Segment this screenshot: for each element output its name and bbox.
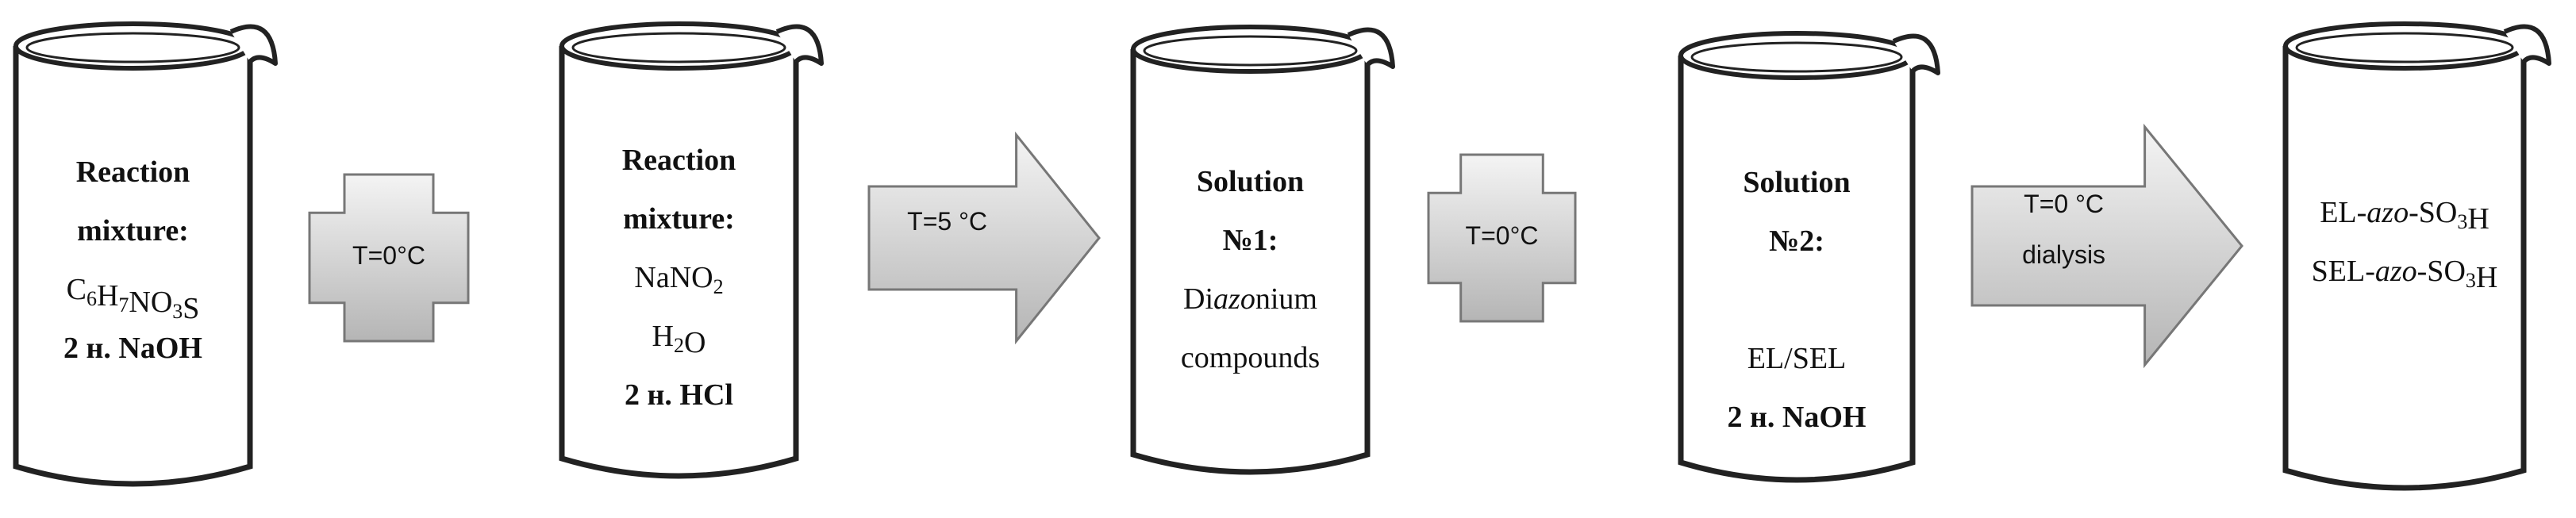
beaker-5: EL-azo-SO3H SEL-azo-SO3H [2282, 21, 2551, 491]
beaker-1-line-2: mixture: [77, 214, 189, 247]
arrow-4: T=0 °C dialysis [1970, 123, 2243, 369]
condition-label: T=5 °C [907, 207, 987, 236]
beaker-1-line-3: C6H7NO3S [67, 273, 200, 325]
beaker-4-line-1: Solution [1743, 166, 1850, 199]
condition-label: T=0 °C [2024, 190, 2104, 218]
beaker-2-line-4: H2O [652, 320, 706, 359]
beaker-3: Solution №1: Diazonium compounds [1130, 25, 1395, 475]
beaker-1-line-4: 2 н. NaOH [63, 332, 202, 365]
condition-label: T=0°C [352, 241, 425, 270]
beaker-3-line-2: №1: [1223, 224, 1278, 257]
beaker-spout [229, 24, 278, 66]
beaker-4-line-4: EL/SEL [1747, 342, 1847, 375]
plus-sign-3: T=0°C [1427, 153, 1577, 323]
condition-label: T=0°C [1466, 221, 1539, 250]
beaker-2-line-3: NaNO2 [634, 261, 723, 298]
beaker-1-line-1: Reaction [76, 155, 190, 189]
beaker-4-line-5: 2 н. NaOH [1728, 401, 1867, 434]
beaker-2-line-5: 2 н. HCl [625, 378, 733, 412]
beaker-spout [2503, 24, 2551, 66]
beaker-body [13, 46, 253, 487]
condition-label: dialysis [2022, 240, 2105, 269]
beaker-body [1678, 56, 1916, 483]
beaker-3-line-1: Solution [1197, 165, 1304, 198]
beaker-2-line-1: Reaction [622, 144, 736, 177]
beaker-body [2282, 46, 2527, 491]
beaker-3-line-4: compounds [1181, 341, 1320, 374]
beaker-2-line-2: mixture: [623, 202, 735, 236]
beaker-spout [1347, 27, 1395, 69]
plus-sign-1: T=0°C [308, 173, 470, 343]
arrow-2: T=5 °C [867, 131, 1101, 345]
beaker-4-line-2: №2: [1769, 224, 1824, 258]
beaker-spout [775, 24, 824, 66]
beaker-4: Solution №2: EL/SEL 2 н. NaOH [1678, 31, 1940, 483]
beaker-body [559, 46, 799, 479]
beaker-spout [1892, 33, 1940, 75]
beaker-3-line-3: Diazonium [1183, 282, 1317, 316]
beaker-body [1130, 49, 1371, 475]
beaker-5-line-2: SEL-azo-SO3H [2312, 255, 2498, 294]
beaker-1: Reaction mixture: C6H7NO3S 2 н. NaOH [13, 21, 278, 487]
beaker-5-line-1: EL-azo-SO3H [2320, 196, 2489, 236]
